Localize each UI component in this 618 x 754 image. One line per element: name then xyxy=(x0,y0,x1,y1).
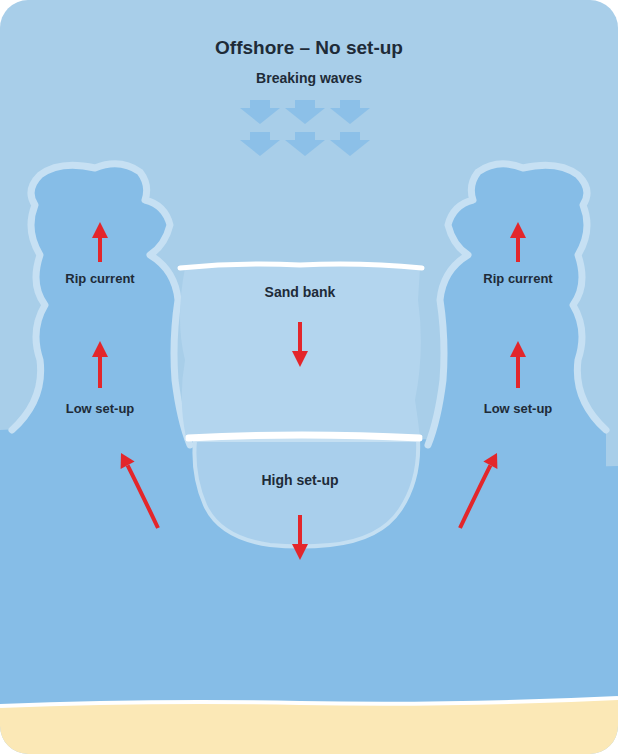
arrow-head xyxy=(92,341,108,357)
flow-arrow xyxy=(128,465,158,528)
arrow-head xyxy=(121,453,135,469)
zone-outline xyxy=(194,440,418,547)
set-up-zone: High set-up xyxy=(190,438,425,553)
zone-label: Sand bank xyxy=(265,284,336,300)
arrow-head xyxy=(510,222,526,238)
arrow-head xyxy=(292,351,308,367)
flow-arrow xyxy=(516,355,520,388)
zone-outline xyxy=(188,436,420,439)
diagram-title: Offshore – No set-up xyxy=(215,37,403,59)
zone-shape xyxy=(420,150,610,480)
flow-arrow xyxy=(98,355,102,388)
arrow-head xyxy=(292,544,308,560)
flow-arrow xyxy=(98,236,102,262)
zone-label: Rip current xyxy=(483,271,552,286)
beach xyxy=(0,698,618,754)
zone-outline xyxy=(180,264,422,268)
arrow-head xyxy=(483,453,497,469)
sand-bank: Sand bank xyxy=(176,255,426,445)
flow-arrow xyxy=(460,465,490,528)
flow-arrow xyxy=(298,322,302,353)
zone-outline xyxy=(428,164,606,475)
zone-label: Rip current xyxy=(65,271,134,286)
flow-arrow xyxy=(516,236,520,262)
rip-channel: Rip currentLow set-up xyxy=(8,150,198,480)
zone-shape xyxy=(176,255,426,445)
zone-label: Low set-up xyxy=(66,401,135,416)
arrow-head xyxy=(510,341,526,357)
zone-label: Low set-up xyxy=(484,401,553,416)
wave-label: Breaking waves xyxy=(256,70,362,86)
breaking-wave-arrows xyxy=(240,100,370,156)
zone-outline xyxy=(12,164,190,445)
zone-label: High set-up xyxy=(262,472,339,488)
flow-arrow xyxy=(298,515,302,546)
zone-outline xyxy=(180,263,421,437)
arrow-head xyxy=(92,222,108,238)
zone-outline xyxy=(12,164,190,475)
rip-channel: Rip currentLow set-up xyxy=(420,150,610,480)
zone-shape xyxy=(190,438,425,553)
zone-shape xyxy=(8,150,198,480)
zone-outline xyxy=(428,164,606,445)
shoreline xyxy=(0,698,618,706)
